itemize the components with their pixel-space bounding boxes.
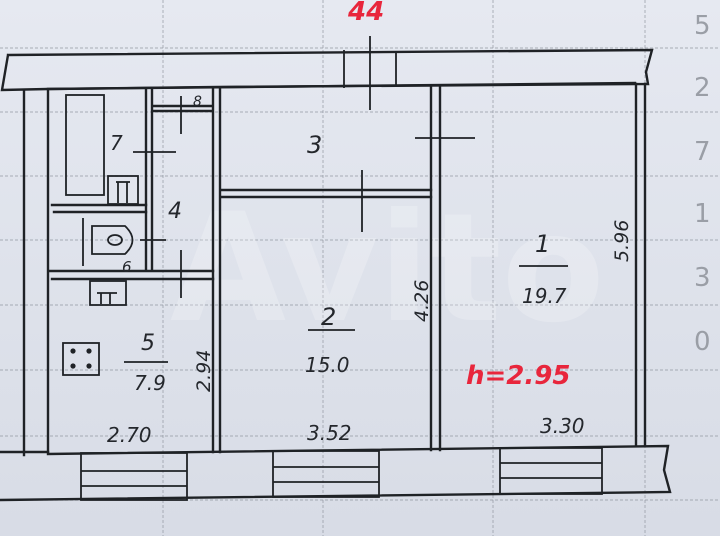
room-3-label: 3: [307, 131, 322, 159]
toilet-icon: [82, 218, 134, 266]
room-5-label: 5: [141, 331, 155, 356]
room-1-label: 1: [535, 230, 550, 258]
window-room-2: [272, 450, 380, 498]
dim-kitchen-width: 2.70: [107, 423, 152, 447]
watermark: Avito: [170, 182, 605, 356]
ceiling-height-annotation: h=2.95: [466, 361, 570, 391]
top-marker-red: 44: [347, 0, 384, 27]
window-kitchen: [80, 452, 188, 501]
dim-room2-width: 3.52: [307, 421, 352, 445]
dim-kitchen-depth: 2.94: [193, 350, 215, 392]
dim-room1-width: 3.30: [540, 414, 585, 438]
margin-digit: 3: [694, 263, 711, 293]
margin-digit: 1: [694, 199, 711, 229]
room-8-label: 8: [193, 94, 202, 110]
room-7-label: 7: [110, 131, 123, 155]
sink-icon: [107, 175, 139, 205]
room-2-area: 15.0: [305, 353, 350, 377]
dim-room1-depth: 5.96: [611, 220, 633, 262]
interior-walls: [46, 36, 647, 454]
dimension-labels: 2.70 3.52 3.30 2.94 4.26 5.96: [107, 220, 633, 447]
room-4-label: 4: [168, 199, 182, 224]
margin-digit: 7: [694, 137, 711, 167]
window-room-1: [499, 447, 603, 495]
bottom-exterior-wall: [0, 444, 672, 502]
dim-room2-depth: 4.26: [411, 280, 433, 322]
kitchen-sink-icon: [89, 280, 127, 306]
margin-digits: 5 2 7 1 3 0: [694, 11, 711, 357]
room-labels: 7 8 4 6 3 5 7.9 2 15.0 1 19.7: [110, 94, 568, 395]
left-stair-strip: [22, 88, 50, 457]
stove-icon: [62, 342, 100, 376]
room-2-label: 2: [321, 303, 336, 331]
room-1-area: 19.7: [522, 284, 567, 308]
room-5-area: 7.9: [134, 371, 166, 395]
room-6-label: 6: [122, 258, 132, 276]
bathtub-icon: [65, 94, 105, 196]
margin-digit: 0: [694, 327, 711, 357]
margin-digit: 2: [694, 73, 711, 103]
margin-digit: 5: [694, 11, 711, 41]
